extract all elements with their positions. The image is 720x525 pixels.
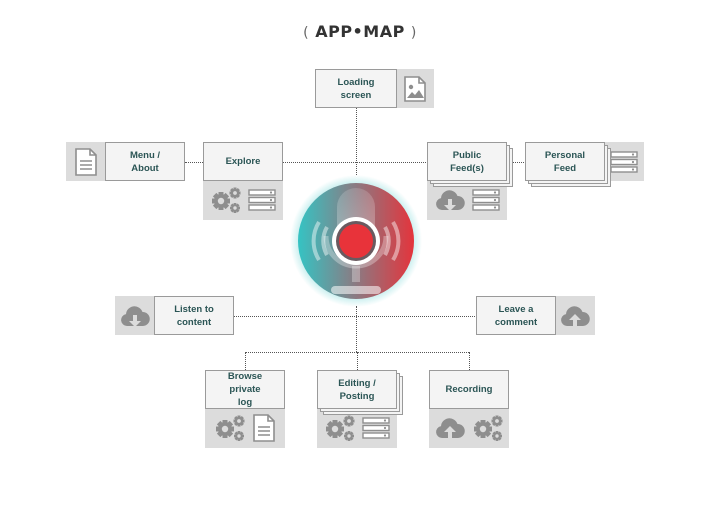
node-recording-label: Recording bbox=[438, 383, 501, 396]
connector-explore-public bbox=[282, 162, 428, 163]
node-loading-icon-panel bbox=[396, 69, 434, 108]
node-menu: Menu /About bbox=[105, 142, 185, 181]
node-menu-icon-panel bbox=[66, 142, 106, 181]
list-icon bbox=[362, 417, 390, 439]
connector-menu-explore bbox=[185, 162, 203, 163]
list-icon bbox=[472, 189, 500, 211]
connector-loading-center bbox=[356, 107, 357, 175]
image-icon bbox=[403, 75, 427, 102]
node-browse-log-label-line: Browse private bbox=[227, 371, 263, 395]
node-explore-icon-panel bbox=[203, 180, 283, 220]
document-icon bbox=[252, 414, 276, 442]
diagram-title: ( APP•MAP ) bbox=[0, 22, 720, 41]
node-editing-icon-panel bbox=[317, 408, 397, 448]
node-loading-label-line: screen bbox=[340, 89, 372, 101]
title-left-mark: ( bbox=[303, 25, 310, 41]
node-loading-label-line: Loading bbox=[337, 76, 375, 88]
node-listen-label-line: content bbox=[176, 316, 212, 328]
node-recording-label-line: Recording bbox=[445, 384, 493, 395]
connector-bus-recording bbox=[469, 352, 470, 370]
node-personal-feed-label-line: Feed bbox=[553, 162, 577, 174]
node-editing: Editing /Posting bbox=[317, 370, 397, 409]
node-menu-label: Menu /About bbox=[122, 149, 168, 175]
cloud-download-icon bbox=[434, 188, 466, 212]
node-browse-log: Browse private log bbox=[205, 370, 285, 409]
list-icon bbox=[248, 189, 276, 211]
gears-icon bbox=[324, 414, 356, 442]
node-menu-label-line: Menu / bbox=[129, 149, 161, 161]
connector-bus-browse bbox=[245, 352, 246, 370]
cloud-download-icon bbox=[119, 304, 151, 328]
node-public-feed-label-line: Public bbox=[452, 149, 482, 161]
node-leave-comment-icon-panel bbox=[555, 296, 595, 335]
node-editing-label: Editing /Posting bbox=[330, 377, 383, 403]
node-editing-label-line: Editing / bbox=[338, 377, 376, 389]
node-editing-label-line: Posting bbox=[339, 390, 375, 402]
node-browse-log-label: Browse private log bbox=[206, 370, 284, 409]
title-text: APP•MAP bbox=[315, 22, 405, 41]
connector-listen-comment bbox=[233, 316, 477, 317]
gears-icon bbox=[210, 186, 242, 214]
list-icon bbox=[610, 150, 638, 173]
connector-center-bottom bbox=[356, 306, 357, 352]
node-listen-icon-panel bbox=[115, 296, 155, 335]
document-icon bbox=[74, 147, 98, 176]
node-recording: Recording bbox=[429, 370, 509, 409]
gears-icon bbox=[214, 414, 246, 442]
gears-icon bbox=[472, 414, 504, 442]
node-explore-label-line: Explore bbox=[225, 156, 261, 167]
node-leave-comment-label-line: Leave a bbox=[498, 303, 534, 315]
node-recording-icon-panel bbox=[429, 408, 509, 448]
cloud-upload-icon bbox=[559, 304, 591, 328]
connector-bus-editing bbox=[357, 352, 358, 370]
cloud-upload-icon bbox=[434, 416, 466, 440]
node-menu-label-line: About bbox=[131, 162, 159, 174]
node-personal-feed-label-line: Personal bbox=[544, 149, 586, 161]
node-listen-label-line: Listen to bbox=[174, 303, 214, 315]
title-right-mark: ) bbox=[410, 25, 417, 41]
node-browse-log-label-line: log bbox=[237, 397, 253, 408]
node-explore-label: Explore bbox=[218, 155, 269, 168]
node-leave-comment-label-line: comment bbox=[494, 316, 538, 328]
node-explore: Explore bbox=[203, 142, 283, 181]
center-microphone-emblem bbox=[289, 174, 423, 308]
connector-public-personal bbox=[512, 162, 526, 163]
node-browse-log-icon-panel bbox=[205, 408, 285, 448]
node-public-feed-label-line: Feed(s) bbox=[450, 162, 484, 174]
